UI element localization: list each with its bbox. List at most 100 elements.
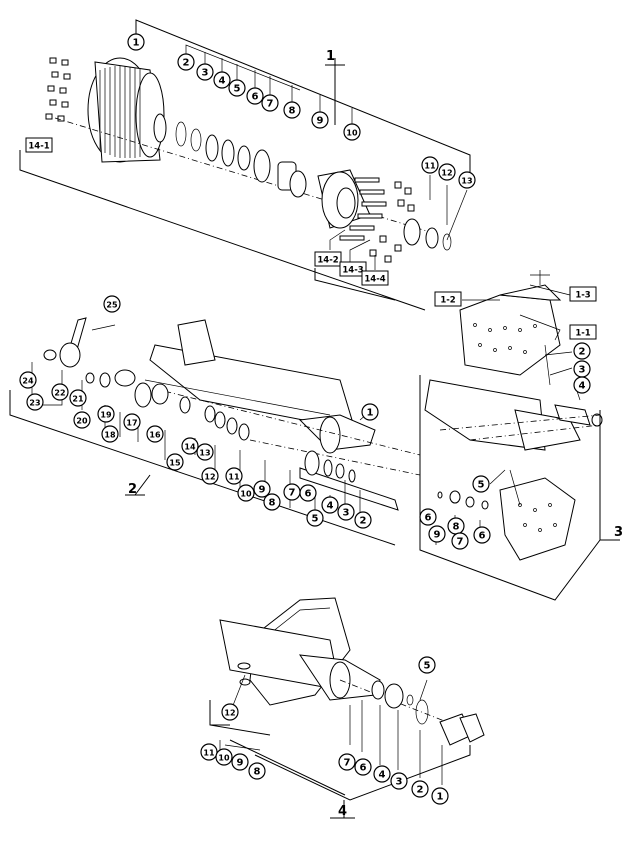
callout-number: 5	[234, 84, 241, 95]
callout-circle	[321, 496, 339, 514]
callout-circle	[311, 111, 329, 129]
callout-number: 12	[224, 709, 235, 718]
callout-number: 7	[457, 537, 464, 548]
callout-g1-2: 2	[177, 53, 195, 71]
callout-circle	[472, 475, 490, 493]
callout-g2-19: 19	[97, 405, 115, 423]
callout-g4-4: 4	[373, 765, 391, 783]
callout-number: 9	[317, 116, 324, 127]
callout-number: 10	[240, 490, 252, 499]
ref-box-frame	[569, 286, 597, 302]
callout-g1-10: 10	[343, 123, 361, 141]
callout-circle	[225, 467, 243, 485]
callout-circle	[283, 483, 301, 501]
callout-number: 2	[183, 58, 190, 69]
callout-circle	[19, 371, 37, 389]
callout-number: 2	[579, 347, 586, 358]
callout-g3-8: 8	[447, 517, 465, 535]
callout-number: 8	[453, 522, 460, 533]
callout-number: 9	[434, 530, 441, 541]
callout-g4-7: 7	[338, 753, 356, 771]
ref-box-14-1: 14-1	[25, 137, 53, 153]
callout-circle	[431, 787, 449, 805]
callout-g1-8: 8	[283, 101, 301, 119]
ref-box-text: 1-1	[575, 329, 590, 339]
callout-circle	[69, 389, 87, 407]
ref-box-frame	[569, 324, 597, 340]
ref-box-1-2: 1-2	[434, 291, 462, 307]
callout-circle	[103, 295, 121, 313]
callout-number: 7	[289, 488, 296, 499]
callout-circle	[338, 753, 356, 771]
callout-number: 3	[343, 508, 350, 519]
callout-g2-18: 18	[101, 425, 119, 443]
callout-circle	[201, 467, 219, 485]
callout-number: 9	[237, 758, 244, 769]
callout-circle	[181, 437, 199, 455]
callout-number: 5	[424, 661, 431, 672]
callout-g2-15: 15	[166, 453, 184, 471]
callout-g1-5: 5	[228, 79, 246, 97]
callout-number: 23	[29, 399, 40, 408]
callout-number: 1	[367, 408, 374, 419]
assembly-group-2	[9, 317, 421, 546]
callout-circle	[411, 780, 429, 798]
ref-box-text: 14-3	[342, 266, 363, 276]
callout-number: 14	[184, 443, 196, 452]
callout-g4-1: 1	[431, 787, 449, 805]
callout-circle	[418, 656, 436, 674]
callout-circle	[73, 411, 91, 429]
ref-box-text: 14-2	[317, 256, 338, 266]
callout-circle	[213, 71, 231, 89]
callout-g2-17: 17	[123, 413, 141, 431]
callout-g1-1: 1	[127, 33, 145, 51]
ref-box-frame	[434, 291, 462, 307]
callout-number: 6	[360, 763, 367, 774]
callout-circle	[573, 342, 591, 360]
callout-g4-8: 8	[248, 762, 266, 780]
callout-circle	[343, 123, 361, 141]
callout-circle	[373, 765, 391, 783]
callout-number: 2	[360, 516, 367, 527]
callout-circle	[215, 748, 233, 766]
callout-g3-4: 4	[573, 376, 591, 394]
callout-g1-7: 7	[261, 94, 279, 112]
callout-circle	[306, 509, 324, 527]
callout-g2-1: 1	[361, 403, 379, 421]
ref-box-text: 1-3	[575, 291, 590, 301]
group-labels: 1 2 3 4	[128, 49, 623, 819]
callout-circle	[390, 772, 408, 790]
callout-number: 1	[133, 38, 140, 49]
callout-g2-2: 2	[354, 511, 372, 529]
brake-drum	[87, 57, 165, 163]
callout-number: 5	[478, 480, 485, 491]
assembly-group-4	[209, 597, 485, 819]
callout-g2-5: 5	[306, 509, 324, 527]
callout-circle	[419, 508, 437, 526]
group-label-1: 1	[326, 49, 335, 64]
callout-g4-3: 3	[390, 772, 408, 790]
ref-box-frame	[25, 137, 53, 153]
callout-circle	[421, 156, 439, 174]
callout-number: 10	[346, 129, 358, 138]
callout-number: 12	[204, 473, 215, 482]
callout-number: 4	[219, 76, 226, 87]
ref-box-frame	[339, 261, 367, 277]
callout-g2-21: 21	[69, 389, 87, 407]
callout-g4-6: 6	[354, 758, 372, 776]
callout-number: 20	[76, 417, 88, 426]
callout-circle	[337, 503, 355, 521]
callout-g2-8: 8	[263, 493, 281, 511]
callout-g3-6: 6	[419, 508, 437, 526]
callout-circle	[246, 87, 264, 105]
callout-number: 11	[228, 473, 240, 482]
callout-number: 22	[54, 389, 65, 398]
callout-g3-5: 5	[472, 475, 490, 493]
callout-number: 7	[267, 99, 274, 110]
callout-g4-2: 2	[411, 780, 429, 798]
callout-number: 4	[327, 501, 334, 512]
ref-box-14-4: 14-4	[361, 270, 389, 286]
callout-number: 4	[379, 770, 386, 781]
callouts: 1234567891011121312345678910111213141516…	[19, 33, 591, 805]
callout-circle	[458, 171, 476, 189]
